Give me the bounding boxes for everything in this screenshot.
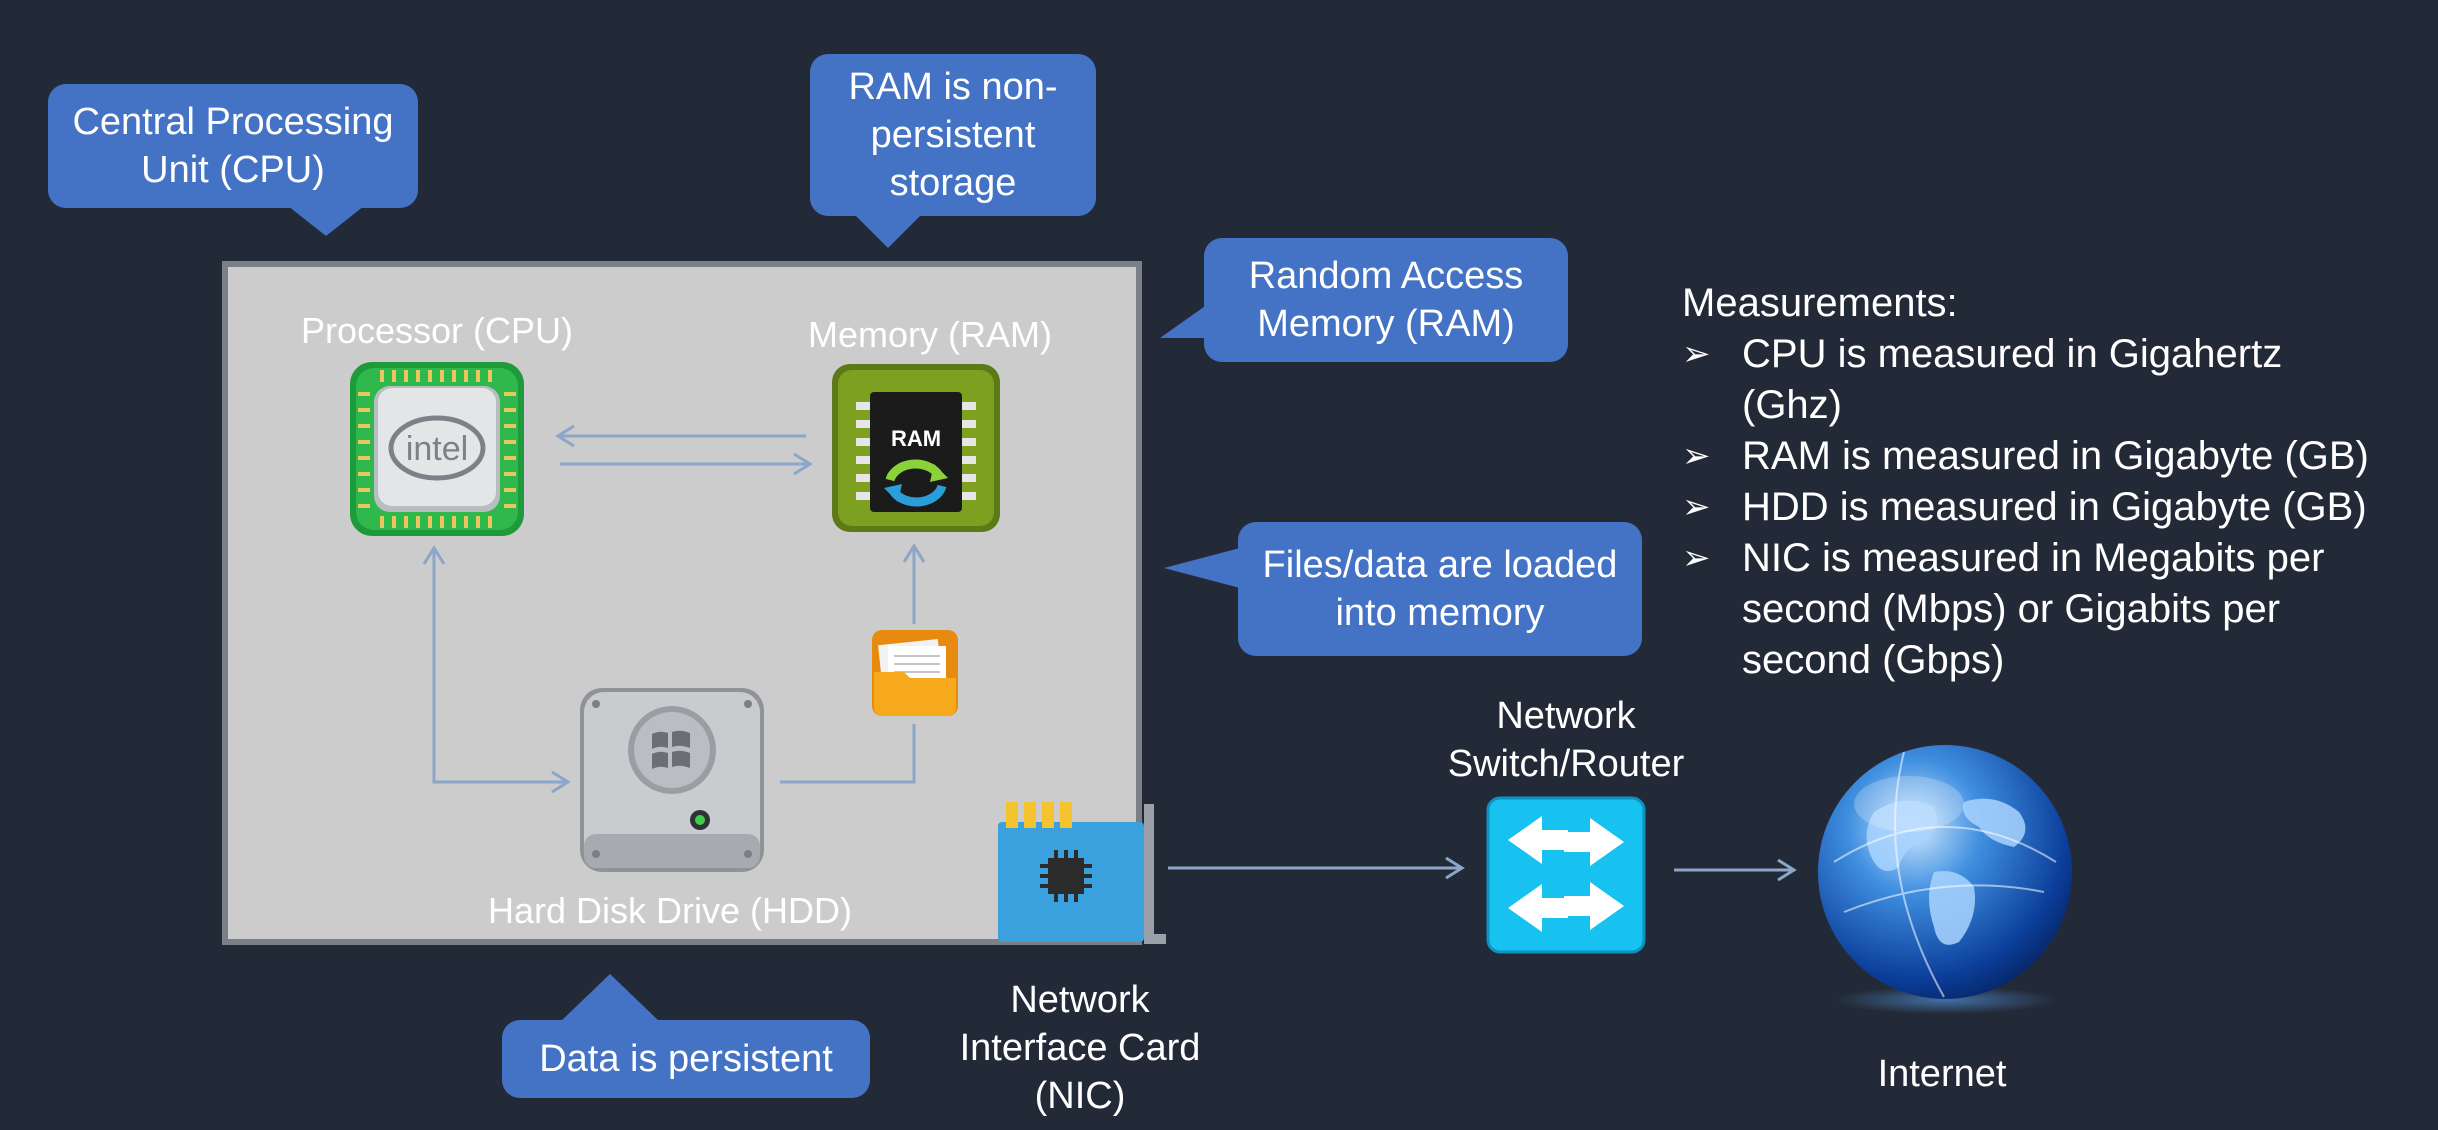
- nic-label: Network Interface Card (NIC): [959, 979, 1201, 1117]
- hdd-label: Hard Disk Drive (HDD): [487, 890, 852, 931]
- callout-ram-persistence: RAM is non- persistent storage: [810, 54, 1096, 216]
- arrow-bullet-icon: ➢: [1682, 335, 1711, 373]
- switch-label: Network Switch/Router: [1447, 695, 1685, 785]
- callout-files-loaded: Files/data are loaded into memory: [1238, 522, 1642, 656]
- arrow-bullet-icon: ➢: [1682, 437, 1711, 475]
- measurements-list: Measurements: ➢ CPU is measured in Gigah…: [1682, 278, 2422, 686]
- callout-data-persistent: Data is persistent: [502, 1020, 870, 1098]
- svg-text:intel: intel: [406, 430, 468, 468]
- callout-ram-name-pointer: [1160, 304, 1208, 338]
- callout-files-loaded-pointer: [1164, 548, 1240, 588]
- cpu-chip-icon: intel: [350, 362, 524, 536]
- measurement-item-cpu: ➢ CPU is measured in Gigahertz (Ghz): [1682, 329, 2422, 431]
- measurements-title: Measurements:: [1682, 281, 1958, 325]
- ram-chip-icon: RAM: [832, 364, 1000, 532]
- arrow-bullet-icon: ➢: [1682, 488, 1711, 526]
- arrow-bullet-icon: ➢: [1682, 539, 1711, 577]
- network-card-icon: [998, 802, 1166, 944]
- hard-drive-icon: [580, 688, 764, 872]
- callout-cpu: Central Processing Unit (CPU): [48, 84, 418, 208]
- folder-icon: [872, 630, 958, 716]
- network-switch-icon: [1486, 796, 1646, 954]
- internet-globe-icon: [1818, 745, 2072, 1014]
- measurement-item-nic: ➢ NIC is measured in Megabits per second…: [1682, 533, 2422, 686]
- svg-text:RAM: RAM: [891, 426, 941, 451]
- ram-label: Memory (RAM): [808, 314, 1052, 355]
- internet-label: Internet: [1877, 1053, 2007, 1095]
- cpu-label: Processor (CPU): [300, 310, 574, 351]
- callout-cpu-pointer: [288, 206, 364, 236]
- measurement-item-ram: ➢ RAM is measured in Gigabyte (GB): [1682, 431, 2422, 482]
- callout-ram-persistence-pointer: [854, 214, 922, 248]
- callout-ram-name: Random Access Memory (RAM): [1204, 238, 1568, 362]
- callout-data-persistent-pointer: [560, 974, 660, 1022]
- measurement-item-hdd: ➢ HDD is measured in Gigabyte (GB): [1682, 482, 2422, 533]
